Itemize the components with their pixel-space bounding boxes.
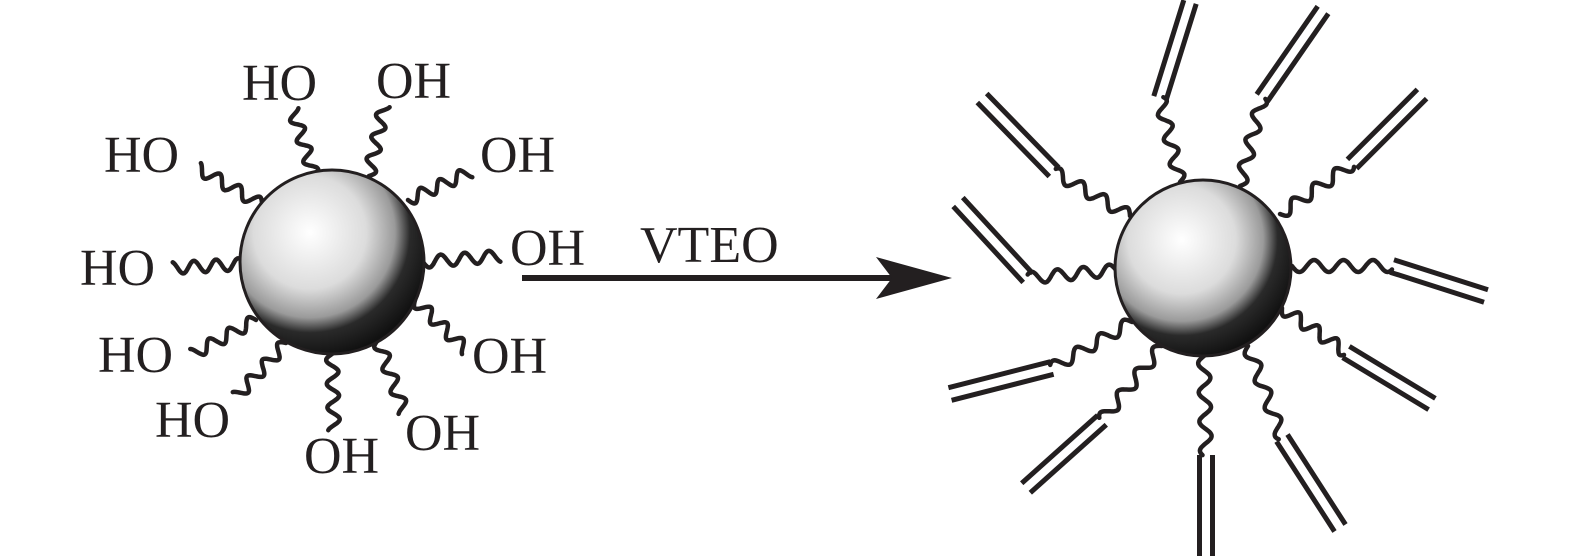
vinyl-double-bond-line — [1274, 440, 1337, 533]
silane-chain — [1053, 166, 1133, 219]
hydroxyl-chain — [188, 314, 259, 358]
silane-chain — [1277, 164, 1357, 219]
hydroxyl-label: OH — [304, 428, 379, 485]
reagent-label: VTEO — [640, 217, 779, 274]
silane-chain — [1096, 343, 1165, 421]
hydroxyl-chain — [405, 168, 475, 206]
hydroxyl-labels: HO OH HO OH HO OH HO OH HO OH OH — [80, 53, 585, 485]
vinyl-double-bond-line — [1389, 269, 1485, 305]
silane-chain — [1047, 317, 1135, 368]
vinyl-double-bond-line — [1265, 12, 1331, 104]
vinyl-double-bond-line — [1341, 355, 1430, 412]
vinyl-double-bond-line — [975, 100, 1052, 179]
silane-chain — [1236, 96, 1270, 189]
hydroxyl-chain — [287, 106, 321, 179]
silane-chain — [1279, 305, 1347, 358]
vinyl-double-bonds — [947, 0, 1489, 556]
left-nanoparticle-sphere — [238, 168, 426, 356]
hydroxyl-label: HO — [104, 127, 179, 184]
reaction-arrow: VTEO — [522, 217, 952, 299]
hydroxyl-chain — [323, 351, 342, 433]
right-nanoparticle-sphere — [1113, 178, 1293, 358]
vinyl-double-bond-line — [1393, 257, 1489, 293]
vinyl-double-bond-line — [1345, 87, 1420, 162]
hydroxylated-nanoparticle: HO OH HO OH HO OH HO OH HO OH OH — [80, 53, 585, 485]
arrow-head — [876, 257, 952, 299]
silane-chain — [1155, 94, 1187, 185]
vinyl-double-bond-line — [951, 204, 1026, 285]
hydroxyl-label: HO — [98, 327, 173, 384]
hydroxyl-label: HO — [155, 392, 230, 449]
hydroxyl-chain — [170, 256, 247, 276]
hydroxyl-label: HO — [242, 55, 317, 112]
silane-chain — [1025, 262, 1119, 285]
vinyl-double-bond-line — [1151, 0, 1187, 97]
right-wavy-chains — [1025, 94, 1395, 458]
hydroxyl-chain — [371, 337, 409, 417]
vinyl-double-bond-line — [960, 195, 1035, 276]
vinyl-double-bond-line — [1285, 433, 1348, 526]
vinyl-double-bond-line — [950, 371, 1055, 403]
vinyl-double-bond-line — [947, 359, 1052, 391]
hydroxyl-label: OH — [405, 405, 480, 462]
hydroxyl-chain — [230, 339, 289, 396]
hydroxyl-label: OH — [472, 328, 547, 385]
hydroxyl-chain — [364, 104, 392, 179]
hydroxyl-label: OH — [480, 127, 555, 184]
vinyl-double-bond-line — [1020, 413, 1100, 486]
vinyl-double-bond-line — [1254, 4, 1320, 96]
vinyl-functionalized-nanoparticle — [947, 0, 1489, 556]
hydroxyl-label: HO — [80, 240, 155, 297]
silane-chain — [1195, 353, 1214, 458]
vinyl-double-bond-line — [1163, 3, 1199, 101]
vinyl-double-bond-line — [1028, 422, 1108, 495]
hydroxyl-chain — [420, 248, 503, 270]
hydroxyl-chain — [198, 160, 265, 208]
hydroxyl-label: OH — [510, 220, 585, 277]
silane-chain — [1289, 257, 1395, 275]
hydroxyl-label: OH — [376, 53, 451, 110]
vinyl-double-bond-line — [1354, 96, 1429, 171]
silane-chain — [1242, 343, 1284, 442]
hydroxyl-chain — [411, 297, 467, 357]
vinyl-double-bond-line — [1348, 344, 1437, 401]
vinyl-double-bond-line — [984, 91, 1061, 170]
left-wavy-chains — [170, 104, 503, 433]
